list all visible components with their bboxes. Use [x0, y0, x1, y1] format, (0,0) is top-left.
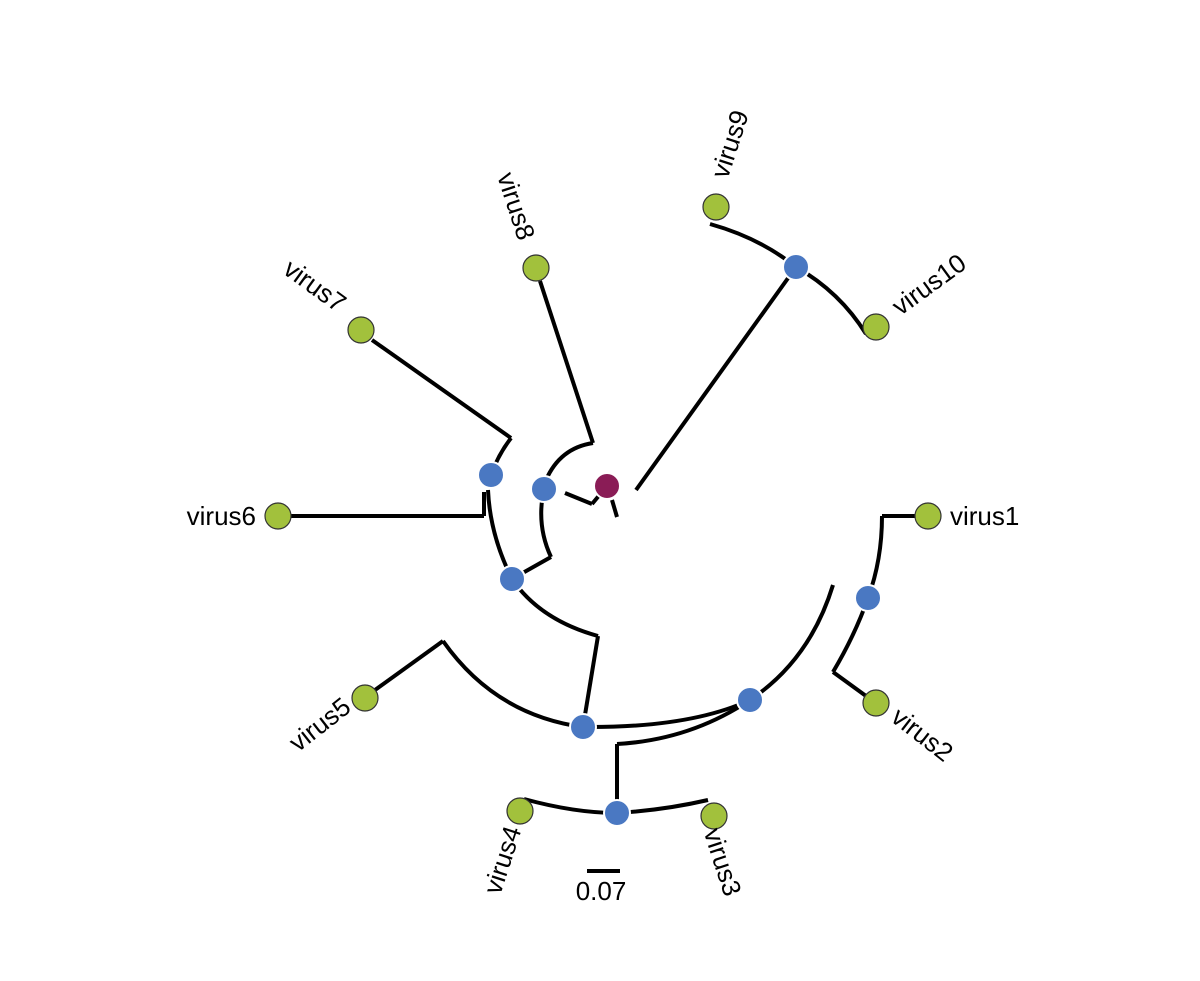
tip-node-virus8 [522, 254, 550, 282]
tip-node-virus5 [351, 684, 379, 712]
tip-label-virus3: virus3 [698, 824, 748, 899]
tip-label-virus6: virus6 [187, 501, 256, 531]
tip-label-virus8: virus8 [491, 168, 541, 243]
branch-line [373, 639, 445, 692]
branch-line [544, 441, 594, 481]
internal-node-n-6-7 [477, 461, 505, 489]
tip-node-virus1 [914, 502, 942, 530]
internal-node-n-1-4 [736, 686, 764, 714]
internal-node-n-1-7 [498, 565, 526, 593]
root-node [593, 472, 621, 500]
tip-label-virus9: virus9 [705, 106, 755, 181]
branch-line [616, 698, 752, 746]
tip-label-virus7: virus7 [278, 253, 352, 318]
branch-line [748, 584, 835, 702]
branch-line [709, 222, 798, 269]
branch-line [582, 698, 751, 730]
tip-node-virus9 [702, 193, 730, 221]
scale-bar: 0.07 [576, 869, 627, 906]
tip-label-virus1: virus1 [950, 501, 1019, 531]
branch-line [581, 635, 600, 728]
tip-label-virus5: virus5 [283, 691, 356, 757]
tip-node-virus7 [347, 316, 375, 344]
tip-node-virus6 [264, 502, 292, 530]
branch-line [634, 265, 798, 492]
branch-line [610, 499, 619, 518]
internal-node-n-1-2 [854, 584, 882, 612]
internal-node-n-9-10 [782, 253, 810, 281]
tree-nodes [264, 193, 942, 830]
branch-line [370, 338, 513, 440]
branch-line [441, 639, 584, 729]
tip-label-virus4: virus4 [477, 822, 527, 897]
internal-node-n-1-8 [530, 475, 558, 503]
internal-node-n-1-5 [569, 713, 597, 741]
branch-line [795, 265, 868, 336]
tip-node-virus4 [506, 797, 534, 825]
branch-line [538, 280, 595, 444]
tree-branches [290, 222, 916, 815]
tip-labels: virus1 virus2 virus3 virus4 virus5 virus6 viru… [187, 106, 1020, 899]
tip-label-virus10: virus10 [886, 248, 971, 322]
tip-label-virus2: virus2 [886, 701, 959, 767]
branch-line [564, 491, 593, 506]
tip-node-virus10 [862, 313, 890, 341]
internal-node-n-3-4 [603, 799, 631, 827]
branch-line [510, 577, 599, 638]
tip-node-virus3 [700, 802, 728, 830]
scale-bar-label: 0.07 [576, 876, 627, 906]
tip-node-virus2 [862, 689, 890, 717]
branch-line [831, 670, 868, 698]
branch-line [523, 797, 618, 815]
